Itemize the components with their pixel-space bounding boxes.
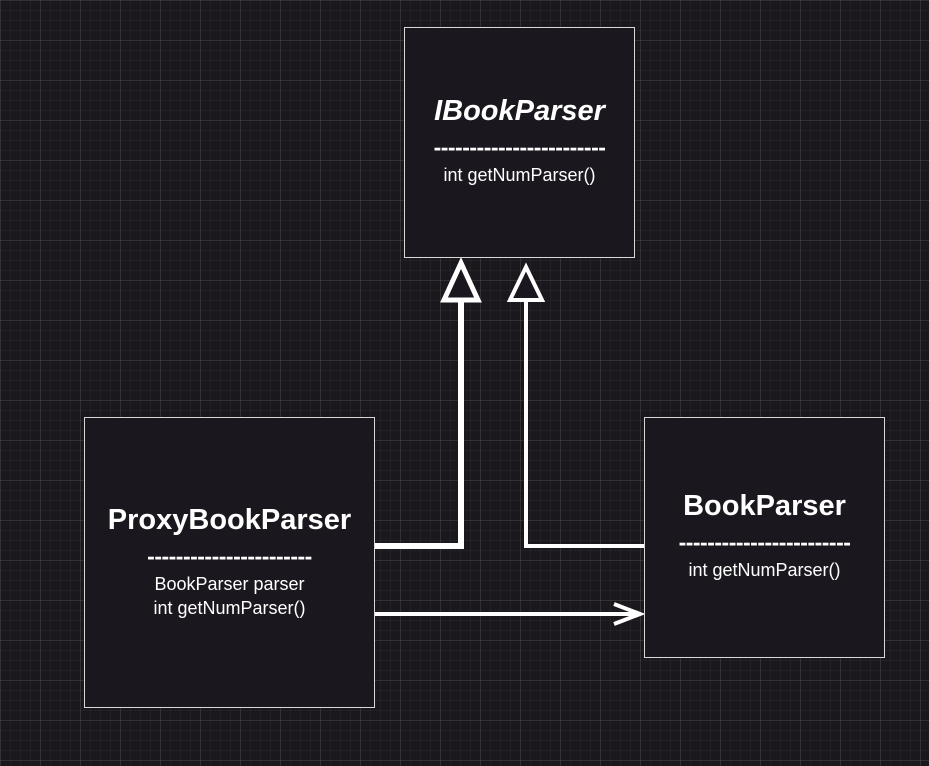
member-method: int getNumParser() <box>443 165 596 185</box>
proxybookparser-class-box[interactable]: ProxyBookParser ----------------------- … <box>84 417 375 708</box>
member-method: int getNumParser() <box>688 560 841 580</box>
class-members: BookParser parser int getNumParser() <box>153 572 305 620</box>
association-arrowhead <box>613 602 646 626</box>
proxybookparser-class-name: ProxyBookParser <box>107 504 352 536</box>
class-separator: ------------------------ <box>678 529 851 555</box>
class-members: int getNumParser() <box>688 558 840 582</box>
proxy-realization-line[interactable] <box>375 300 464 549</box>
proxy-realization-arrowhead <box>440 257 482 303</box>
member-method: int getNumParser() <box>153 598 306 618</box>
ibookparser-class-name: IBookParser <box>434 95 605 127</box>
class-separator: ------------------------ <box>433 134 606 160</box>
bookparser-realization-arrowhead <box>506 262 546 302</box>
bookparser-class-name: BookParser <box>683 490 846 522</box>
class-separator: ----------------------- <box>147 543 312 569</box>
bookparser-realization-line[interactable] <box>524 300 644 548</box>
class-members: int getNumParser() <box>443 163 595 187</box>
ibookparser-class-box[interactable]: IBookParser ------------------------ int… <box>404 27 635 258</box>
member-field: BookParser parser <box>154 574 305 594</box>
bookparser-class-box[interactable]: BookParser ------------------------ int … <box>644 417 885 658</box>
